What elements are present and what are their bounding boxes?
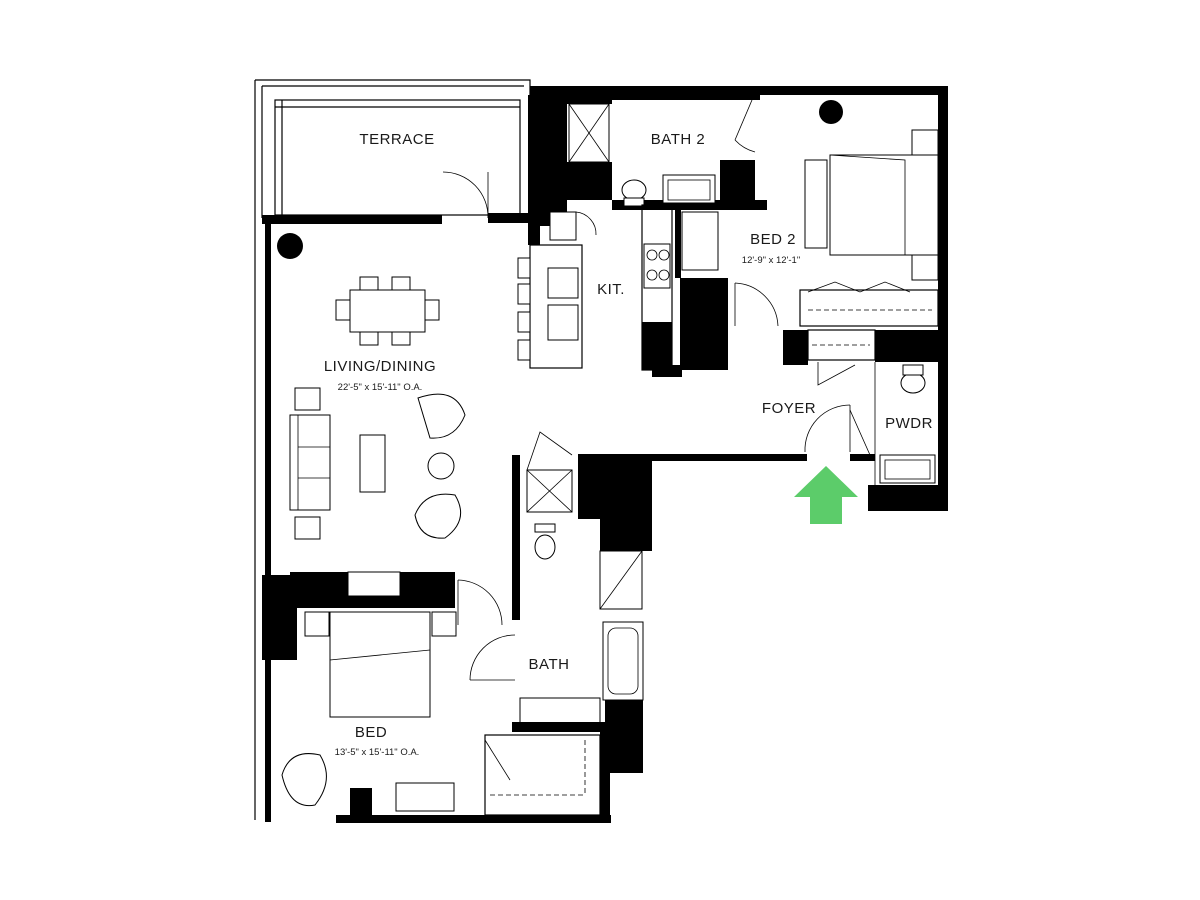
label-powder: PWDR (885, 415, 933, 432)
bedroom (281, 571, 601, 818)
dim-living-dining: 22'-5" x 15'-11" O.A. (338, 382, 423, 393)
label-bed-2: BED 2 (750, 231, 796, 248)
kitchen (517, 204, 682, 377)
label-kitchen: KIT. (597, 281, 625, 298)
label-bath: BATH (529, 656, 570, 673)
dim-bed-2: 12'-9" x 12'-1" (742, 255, 800, 266)
bath-2 (567, 86, 767, 210)
label-foyer: FOYER (762, 400, 816, 417)
living-dining (277, 233, 466, 540)
room-labels: TERRACE BATH 2 BED 2 12'-9" x 12'-1" KIT… (324, 131, 933, 758)
label-terrace: TERRACE (359, 131, 434, 148)
foyer-powder (783, 329, 940, 485)
label-living-dining: LIVING/DINING (324, 358, 436, 375)
bath (469, 431, 652, 732)
terrace-area (254, 79, 533, 820)
label-bed: BED (355, 724, 387, 741)
arrow-up-icon (794, 466, 858, 524)
bed-2 (675, 100, 939, 370)
label-bath-2: BATH 2 (651, 131, 705, 148)
dim-bed: 13'-5" x 15'-11" O.A. (335, 747, 420, 758)
